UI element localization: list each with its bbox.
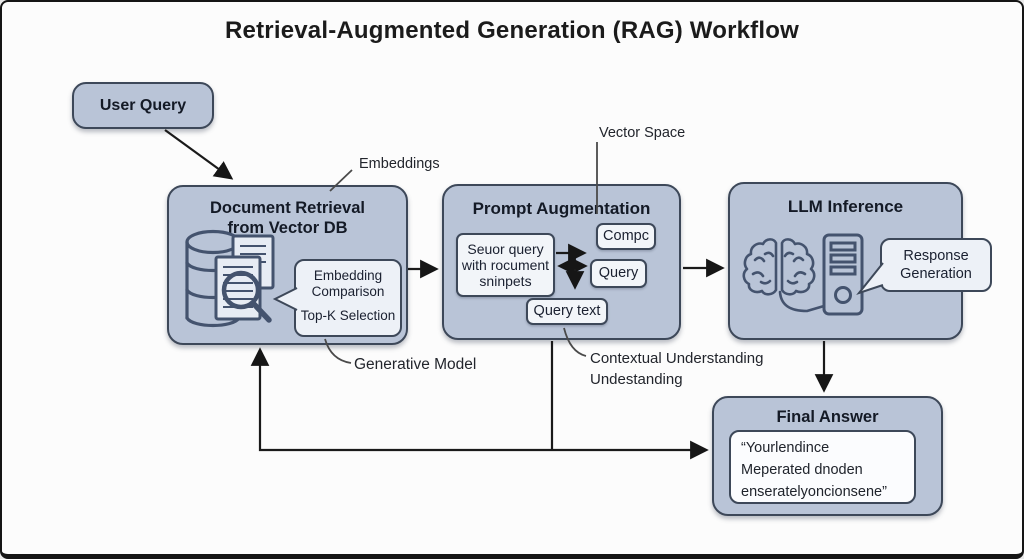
quote-line1: “Yourlendince [741, 440, 830, 456]
label-generative-model: Generative Model [354, 356, 477, 373]
compc-label: Compc [603, 228, 649, 245]
compc-chip: Compc [596, 223, 656, 250]
document-retrieval-title: Document Retrieval from Vector DB [169, 199, 406, 239]
snippets-line1: Seuor query [467, 240, 544, 257]
final-answer-title: Final Answer [776, 408, 879, 426]
response-generation-bubble: Response Generation [880, 238, 992, 292]
quote-line2: Meperated dnoden [741, 461, 863, 478]
contextual-line1: Contextual Understanding [590, 350, 764, 367]
query-text-label: Query text [533, 303, 601, 320]
query-text-chip: Query text [526, 298, 608, 325]
brain-server-cable [778, 290, 826, 313]
snippets-line2: with rocument [461, 256, 550, 273]
brain-icon [742, 233, 864, 316]
document-retrieval-title-line2: from Vector DB [227, 218, 348, 237]
server-icon [822, 233, 864, 316]
snippets-line3: sninpets [479, 273, 532, 290]
final-answer-quote: “Yourlendince Meperated dnoden enseratel… [729, 430, 916, 504]
query-label: Query [598, 265, 639, 282]
document-search-icon [214, 234, 275, 323]
document-retrieval-title-line1: Document Retrieval [210, 199, 365, 217]
node-user-query: User Query [72, 82, 214, 129]
label-embeddings: Embeddings [359, 156, 440, 172]
user-query-snippets-box: Seuor query with rocument sninpets [456, 233, 555, 297]
prompt-augmentation-title: Prompt Augmentation [472, 199, 651, 218]
label-contextual-understanding: Contextual Understanding Undestanding [590, 348, 763, 390]
embedding-comparison-text: Embedding Comparison [311, 268, 385, 300]
arrow-userquery-to-retrieval [164, 129, 234, 180]
quote-line3: enseratelyoncionsene” [741, 483, 887, 500]
top-k-selection-text: Top-K Selection [300, 307, 396, 323]
embedding-comparison-bubble: Embedding Comparison Top-K Selection [294, 259, 402, 337]
contextual-line2: Undestanding [590, 371, 683, 388]
page-title: Retrieval-Augmented Generation (RAG) Wor… [225, 17, 799, 44]
query-chip: Query [590, 259, 647, 288]
label-vector-space: Vector Space [599, 125, 686, 141]
llm-inference-title: LLM Inference [787, 197, 904, 216]
user-query-label: User Query [99, 97, 187, 114]
